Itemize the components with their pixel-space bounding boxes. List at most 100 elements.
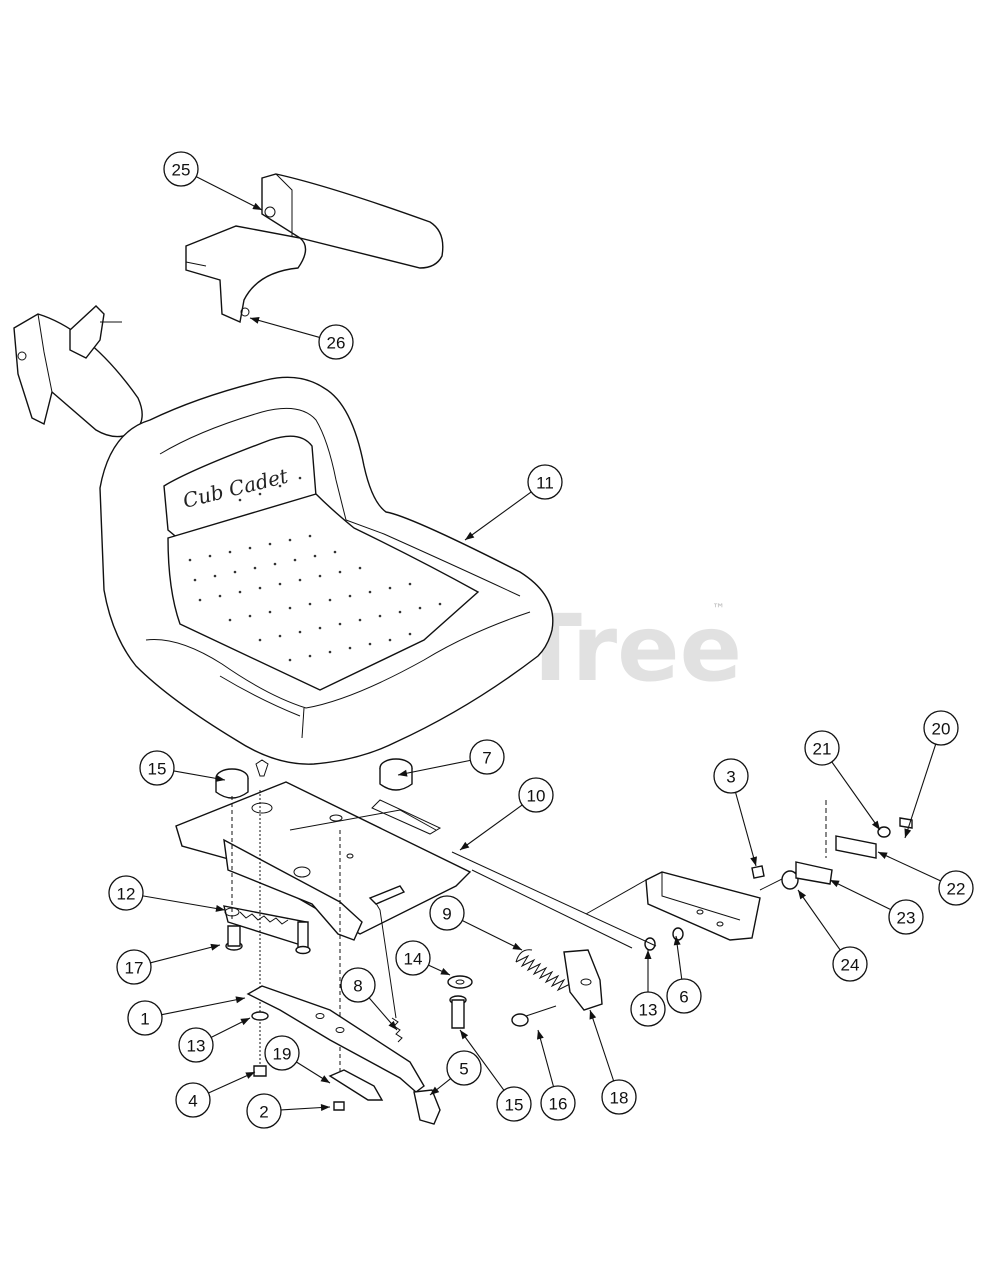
- plate-22: [835, 835, 877, 859]
- callout-circle: [127, 1000, 163, 1036]
- spring-8: [368, 885, 406, 1043]
- callout-c10[interactable]: 10: [518, 777, 554, 813]
- callout-circle: [938, 870, 974, 906]
- arrowhead-c1: [235, 996, 245, 1004]
- callout-circle: [601, 1079, 637, 1115]
- callout-circle: [116, 949, 152, 985]
- leader-c12: [142, 895, 226, 911]
- arrowhead-c5: [430, 1086, 440, 1095]
- nut-4: [253, 1065, 267, 1077]
- callout-number: 22: [947, 880, 966, 899]
- seat: Cub Cadet: [99, 376, 554, 765]
- callout-number: 9: [442, 905, 451, 924]
- leader-c16: [537, 1029, 555, 1087]
- callout-circle: [264, 1035, 300, 1071]
- leader-c18: [589, 1009, 615, 1082]
- callout-c6[interactable]: 6: [666, 978, 702, 1014]
- callout-circle: [340, 967, 376, 1003]
- callout-c21[interactable]: 21: [804, 730, 840, 766]
- leader-c11: [464, 491, 532, 541]
- arrowhead-c22: [878, 852, 888, 859]
- callout-c1[interactable]: 1: [127, 1000, 163, 1036]
- callout-circle: [527, 464, 563, 500]
- leader-c20: [904, 743, 937, 839]
- callout-number: 7: [482, 749, 491, 768]
- callout-c11[interactable]: 11: [527, 464, 563, 500]
- arrowhead-c18: [589, 1010, 597, 1020]
- callout-number: 3: [726, 768, 735, 787]
- callout-c13a[interactable]: 13: [630, 991, 666, 1027]
- callout-circle: [446, 1050, 482, 1086]
- washer-13-right: [644, 937, 656, 951]
- arrowhead-c10: [460, 841, 470, 850]
- callout-c4[interactable]: 4: [175, 1082, 211, 1118]
- callout-number: 1: [140, 1010, 149, 1029]
- callout-circle: [469, 739, 505, 775]
- arrowhead-c13a: [644, 950, 652, 959]
- leader-c9: [462, 920, 523, 951]
- leader-c24: [797, 889, 841, 951]
- callout-number: 17: [125, 959, 144, 978]
- callout-c22[interactable]: 22: [938, 870, 974, 906]
- arrowhead-c21: [871, 820, 880, 830]
- arrowhead-c8: [388, 1020, 397, 1030]
- callout-number: 20: [932, 720, 951, 739]
- washer-21: [877, 826, 891, 838]
- leader-c17: [150, 944, 221, 964]
- callout-number: 15: [505, 1096, 524, 1115]
- callout-c26[interactable]: 26: [318, 324, 354, 360]
- callout-circle: [540, 1085, 576, 1121]
- leader-c25: [195, 176, 263, 211]
- bolt-top: [255, 759, 269, 777]
- arrowhead-c12: [215, 905, 225, 912]
- callout-number: 4: [188, 1092, 197, 1111]
- callout-circle: [178, 1027, 214, 1063]
- callout-number: 23: [897, 909, 916, 928]
- callout-c12[interactable]: 12: [108, 875, 144, 911]
- leader-c3: [735, 792, 757, 867]
- callout-c20[interactable]: 20: [923, 710, 959, 746]
- callout-c15a[interactable]: 15: [139, 750, 175, 786]
- callout-c5[interactable]: 5: [446, 1050, 482, 1086]
- bracket-23: [795, 861, 833, 885]
- washer-14: [447, 975, 473, 989]
- arrowhead-c15b: [460, 1030, 469, 1040]
- callout-c14[interactable]: 14: [395, 940, 431, 976]
- callout-number: 8: [353, 977, 362, 996]
- leader-c10: [459, 804, 523, 851]
- callout-number: 11: [536, 474, 554, 493]
- leader-c21: [831, 761, 881, 831]
- callout-c16[interactable]: 16: [540, 1085, 576, 1121]
- isolator-right: [379, 758, 413, 791]
- callout-c15b[interactable]: 15: [496, 1086, 532, 1122]
- callout-c24[interactable]: 24: [832, 946, 868, 982]
- callout-c2[interactable]: 2: [246, 1093, 282, 1129]
- callout-c19[interactable]: 19: [264, 1035, 300, 1071]
- callout-number: 5: [459, 1060, 468, 1079]
- shoulder-bolt-17: [225, 925, 243, 951]
- callout-number: 16: [549, 1095, 568, 1114]
- arrowhead-c3: [750, 856, 757, 866]
- callout-c13b[interactable]: 13: [178, 1027, 214, 1063]
- callout-number: 2: [259, 1103, 268, 1122]
- callout-number: 12: [117, 885, 136, 904]
- callout-c8[interactable]: 8: [340, 967, 376, 1003]
- callout-circle: [108, 875, 144, 911]
- callout-c3[interactable]: 3: [713, 758, 749, 794]
- callout-c17[interactable]: 17: [116, 949, 152, 985]
- callout-circle: [804, 730, 840, 766]
- arrowhead-c2: [320, 1104, 330, 1112]
- callout-c23[interactable]: 23: [888, 899, 924, 935]
- watermark-trademark: ™: [712, 602, 725, 617]
- callout-circle: [175, 1082, 211, 1118]
- callout-number: 24: [841, 956, 860, 975]
- callout-c25[interactable]: 25: [163, 151, 199, 187]
- callout-c7[interactable]: 7: [469, 739, 505, 775]
- callout-c18[interactable]: 18: [601, 1079, 637, 1115]
- washer-13-lower: [251, 1011, 269, 1021]
- arrowhead-c6: [673, 936, 681, 946]
- arrowhead-c25: [252, 202, 262, 210]
- arrowhead-c9: [512, 942, 522, 950]
- callout-c9[interactable]: 9: [429, 895, 465, 931]
- callout-circle: [518, 777, 554, 813]
